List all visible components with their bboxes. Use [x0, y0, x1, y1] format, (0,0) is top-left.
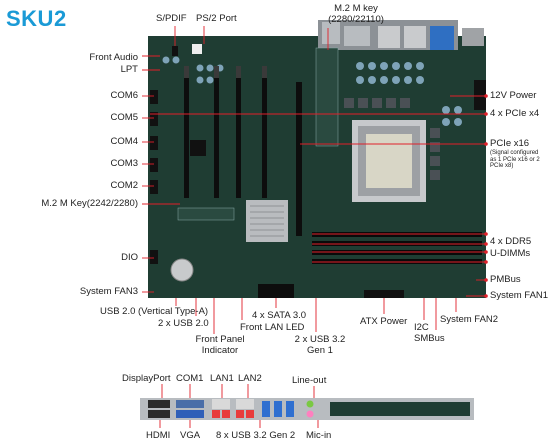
- label-lan1: LAN1: [210, 373, 234, 384]
- label-pcie-note-2: as 1 PCIe x16 or 2: [490, 156, 540, 163]
- lan2-port: [236, 399, 254, 409]
- lineout-jack: [306, 400, 314, 408]
- label-system-fan2: System FAN2: [440, 314, 499, 325]
- label-com1: COM1: [176, 373, 204, 384]
- label-mic-in: Mic-in: [306, 430, 332, 441]
- label-m2-mid: M.2 M Key(2242/2280): [41, 198, 138, 209]
- label-front-audio: Front Audio: [89, 52, 138, 63]
- chipset-heatsink: [246, 200, 288, 242]
- label-2x-usb20: 2 x USB 2.0: [158, 318, 209, 329]
- label-smbus: SMBus: [414, 333, 445, 344]
- label-front-panel-line1: Front Panel: [195, 334, 245, 345]
- m2-slot-top: [315, 47, 339, 147]
- atx-power-connector: [364, 290, 404, 298]
- label-m2-top-line2: (2280/22110): [328, 14, 384, 25]
- pcie-slots: [184, 66, 302, 236]
- micin-jack: [306, 410, 314, 418]
- m2-slot-mid: [177, 207, 235, 221]
- label-atx-power: ATX Power: [360, 316, 408, 327]
- spdif-header: [172, 46, 178, 56]
- displayport-port: [148, 400, 170, 408]
- label-line-out: Line-out: [292, 375, 327, 386]
- label-usb32-gen1-line2: Gen 1: [307, 345, 333, 356]
- label-com5: COM5: [110, 112, 138, 123]
- vga-port-top: [430, 26, 454, 50]
- label-pmbus: PMBus: [490, 274, 521, 285]
- sata-connectors: [258, 284, 294, 298]
- label-ddr5-line2: U-DIMMs: [490, 248, 531, 259]
- label-system-fan3: System FAN3: [79, 286, 138, 297]
- label-com4: COM4: [110, 136, 138, 147]
- label-pcie-note-1: (Signal configured: [490, 150, 539, 156]
- label-lan2: LAN2: [238, 373, 262, 384]
- dimm-slots: [312, 232, 482, 264]
- label-m2-top-line1: M.2 M key: [334, 3, 378, 14]
- label-usb32-gen2: 8 x USB 3.2 Gen 2: [216, 430, 296, 441]
- label-usb20-vertical: USB 2.0 (Vertical Type-A): [100, 306, 209, 317]
- label-pcie-x4: 4 x PCIe x4: [490, 108, 540, 119]
- label-front-lan-led: Front LAN LED: [240, 322, 305, 333]
- label-vga: VGA: [180, 430, 201, 441]
- label-pcie-x16: PCIe x16: [490, 138, 530, 149]
- label-com3: COM3: [110, 158, 138, 169]
- callout-dots: [484, 94, 488, 298]
- label-ddr5-line1: 4 x DDR5: [490, 236, 532, 247]
- label-sata: 4 x SATA 3.0: [252, 310, 307, 321]
- label-i2c: I2C: [414, 322, 429, 333]
- motherboard: [148, 20, 486, 298]
- callout-lines: [142, 26, 486, 428]
- label-com6: COM6: [110, 90, 138, 101]
- 12v-power-connector: [474, 80, 486, 110]
- label-dio: DIO: [121, 252, 138, 263]
- lan1-port: [212, 399, 230, 409]
- ps2-header: [192, 44, 202, 54]
- label-com2: COM2: [110, 180, 138, 191]
- hdmi-port: [148, 410, 170, 418]
- label-hdmi: HDMI: [146, 430, 171, 441]
- cmos-battery: [170, 258, 194, 282]
- label-12v-power: 12V Power: [490, 90, 537, 101]
- page-title: SKU2: [6, 6, 67, 31]
- label-displayport: DisplayPort: [122, 373, 171, 384]
- label-spdif: S/PDIF: [156, 13, 187, 24]
- label-ps2-port: PS/2 Port: [196, 13, 237, 24]
- label-pcie-note-3: PCIe x8): [490, 163, 514, 169]
- label-lpt: LPT: [120, 64, 138, 75]
- com1-port: [176, 400, 204, 408]
- bios-chip: [190, 140, 206, 156]
- rear-io-panel: [140, 398, 474, 420]
- label-usb32-gen1-line1: 2 x USB 3.2: [294, 334, 346, 345]
- vga-port: [176, 410, 204, 418]
- label-system-fan1: System FAN1: [490, 290, 549, 301]
- label-front-panel-line2: Indicator: [201, 345, 239, 356]
